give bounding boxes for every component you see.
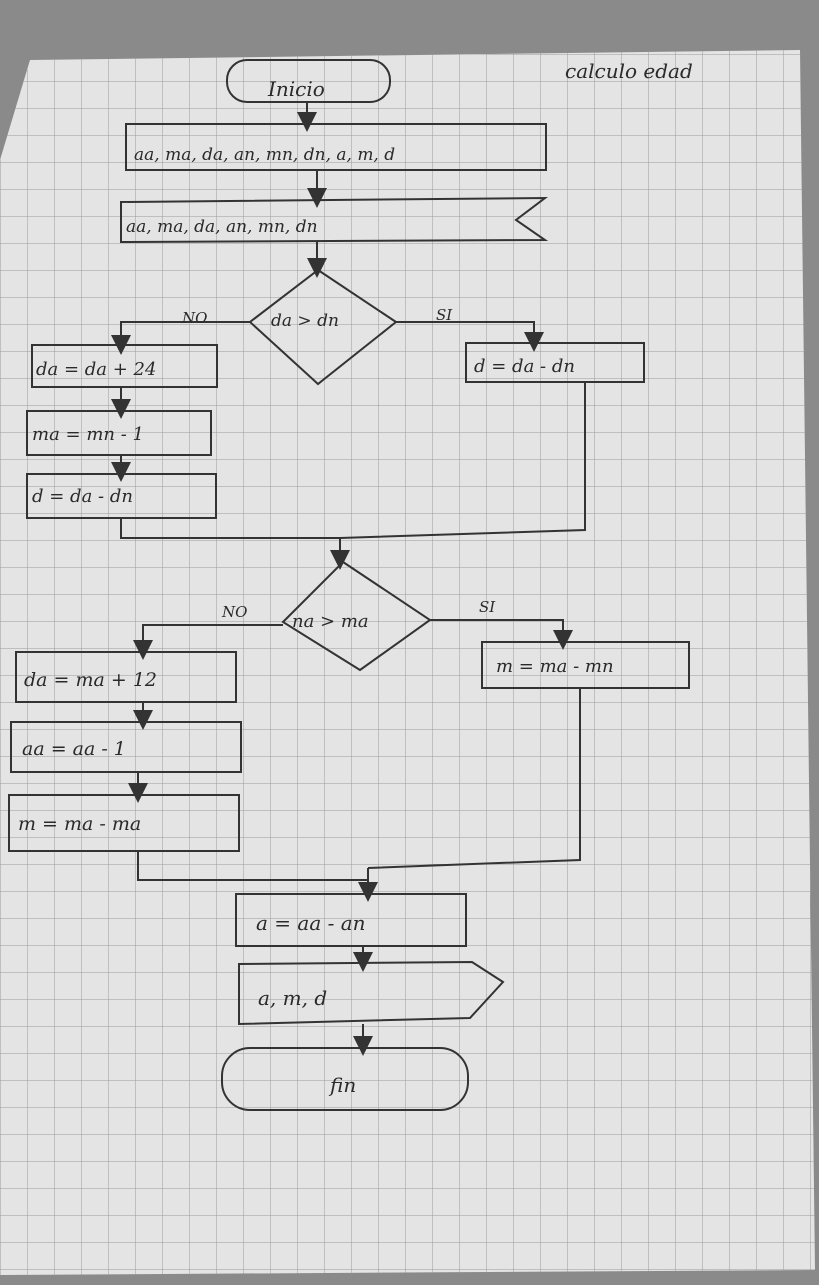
step-m-right	[481, 641, 690, 689]
end-label: fin	[328, 1073, 356, 1097]
step-d-right	[465, 342, 645, 383]
step-6-text: m = ma - ma	[18, 813, 141, 835]
step-4-text: da = ma + 12	[24, 669, 157, 691]
decision-1-label: da > dn	[271, 311, 339, 331]
start-label: Inicio	[267, 77, 325, 101]
header-note: calculo edad	[565, 59, 693, 83]
step-ma-minus-1	[26, 410, 212, 456]
decision-1-yes: SI	[436, 306, 453, 324]
decision-1-no: NO	[181, 309, 207, 327]
read-box	[120, 196, 549, 244]
output-box	[238, 960, 505, 1026]
end-terminal	[221, 1047, 469, 1111]
step-right-2-text: m = ma - mn	[496, 656, 614, 677]
step-m-left	[8, 794, 240, 852]
step-da-plus-24	[31, 344, 218, 388]
step-5-text: aa = aa - 1	[22, 738, 126, 760]
step-right-1-text: d = da - dn	[474, 356, 575, 377]
decision-2-yes: SI	[479, 598, 496, 616]
grid-lines	[0, 50, 815, 1275]
decision-2-no: NO	[221, 603, 247, 621]
step-aa-minus-1	[10, 721, 242, 773]
start-terminal	[226, 59, 391, 103]
decision-2-label: na > ma	[292, 611, 369, 632]
step-da-ma-plus-12	[15, 651, 237, 703]
step-3-text: d = da - dn	[32, 486, 133, 507]
input-box	[125, 123, 547, 171]
step-1-text: da = da + 24	[36, 359, 156, 380]
input-box-text: aa, ma, da, an, mn, dn, a, m, d	[134, 145, 395, 165]
output-text: a, m, d	[258, 986, 327, 1010]
step-compute-years	[235, 893, 467, 947]
compute-years-text: a = aa - an	[256, 911, 366, 935]
decision-1	[248, 268, 398, 386]
decision-2	[281, 560, 432, 672]
read-box-text: aa, ma, da, an, mn, dn	[126, 217, 318, 237]
step-2-text: ma = mn - 1	[32, 424, 144, 445]
